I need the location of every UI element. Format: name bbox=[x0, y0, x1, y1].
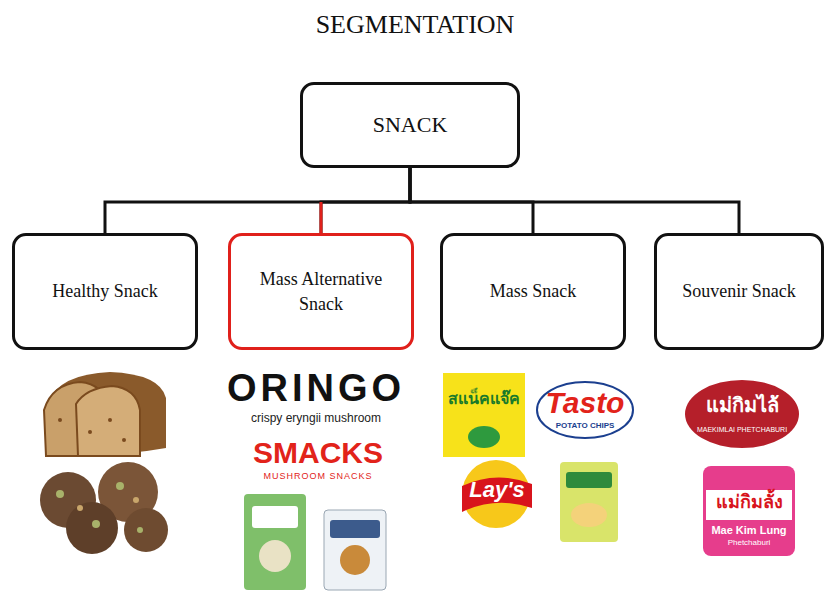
connector-line bbox=[105, 168, 410, 233]
souvenir-logos bbox=[685, 380, 799, 556]
brand-logo: แม่กิมลั้ง bbox=[716, 492, 783, 512]
mass-snack-logos bbox=[443, 373, 633, 542]
brand-logo: SMACKS bbox=[253, 436, 383, 469]
brand-tagline: crispy eryngii mushroom bbox=[251, 412, 381, 425]
diagram-title: SEGMENTATION bbox=[316, 10, 515, 40]
brand-logo: แม่กิมไล้ bbox=[706, 394, 779, 416]
highlighted-connector-line bbox=[320, 202, 323, 233]
root-box: SNACK bbox=[300, 82, 520, 168]
node-label: Healthy Snack bbox=[52, 279, 157, 303]
bread-illustration bbox=[44, 372, 166, 456]
tree-connector bbox=[105, 168, 410, 233]
brand-tagline: MAEKIMLAI PHETCHABURI bbox=[697, 426, 787, 434]
brand-tagline: Phetchaburi bbox=[728, 539, 771, 548]
segment-box: Mass Snack bbox=[440, 233, 626, 350]
node-label: Mass Alternative Snack bbox=[245, 267, 397, 316]
node-label: SNACK bbox=[373, 110, 448, 140]
node-label: Mass Snack bbox=[490, 279, 577, 303]
brand-tagline: Mae Kim Lung bbox=[711, 524, 786, 536]
tree-connector bbox=[410, 168, 739, 233]
segment-box: Souvenir Snack bbox=[654, 233, 824, 350]
node-label: Souvenir Snack bbox=[682, 279, 795, 303]
connector-line bbox=[410, 168, 739, 233]
connector-line bbox=[321, 168, 410, 233]
brand-logo: สแน็คแจ๊ค bbox=[448, 390, 520, 408]
brand-tagline: POTATO CHIPS bbox=[556, 422, 615, 431]
tree-connector bbox=[321, 168, 410, 233]
brand-tagline: MUSHROOM SNACKS bbox=[263, 472, 372, 482]
highlighted-segment-box: Mass Alternative Snack bbox=[228, 233, 414, 350]
brand-logo: ORINGO bbox=[227, 368, 405, 410]
brand-logo: Tasto bbox=[546, 386, 625, 419]
snack-pack-illustration bbox=[244, 494, 386, 590]
brand-logo: Lay's bbox=[469, 478, 524, 502]
cookie-illustration bbox=[40, 462, 168, 554]
segment-box: Healthy Snack bbox=[12, 233, 198, 350]
